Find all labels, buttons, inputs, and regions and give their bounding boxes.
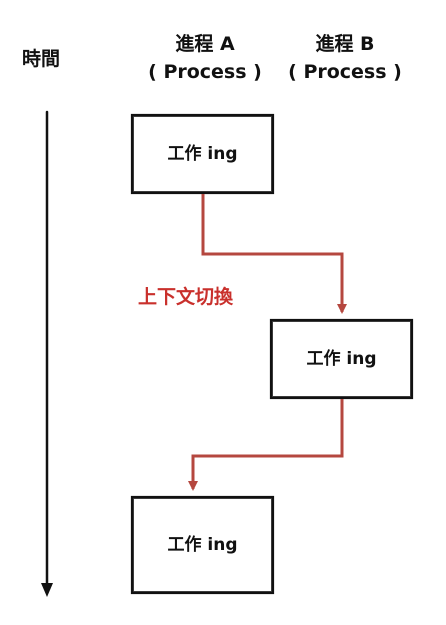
task-label-3: 工作 ing — [167, 535, 238, 555]
task-label-1: 工作 ing — [167, 144, 238, 164]
time-axis-label: 時間 — [22, 48, 61, 70]
process-b-subtitle: ( Process ) — [288, 61, 402, 83]
context-switch-arrow-a-to-b — [201, 194, 347, 314]
task-box-frame-1 — [130, 113, 275, 195]
process-b-header: 進程 B ( Process ) — [270, 30, 420, 86]
task-box-frame-3 — [130, 495, 275, 595]
process-a-subtitle: ( Process ) — [148, 61, 262, 83]
process-b-title: 進程 B — [315, 33, 375, 55]
task-label-2: 工作 ing — [306, 349, 377, 369]
process-a-title: 進程 A — [175, 33, 235, 55]
task-box-frame-2 — [269, 318, 414, 400]
time-axis-arrowhead — [41, 583, 53, 597]
context-switch-arrow-b-to-a — [188, 399, 344, 491]
process-a-header: 進程 A ( Process ) — [130, 30, 280, 86]
context-switch-label: 上下文切換 — [138, 286, 234, 308]
